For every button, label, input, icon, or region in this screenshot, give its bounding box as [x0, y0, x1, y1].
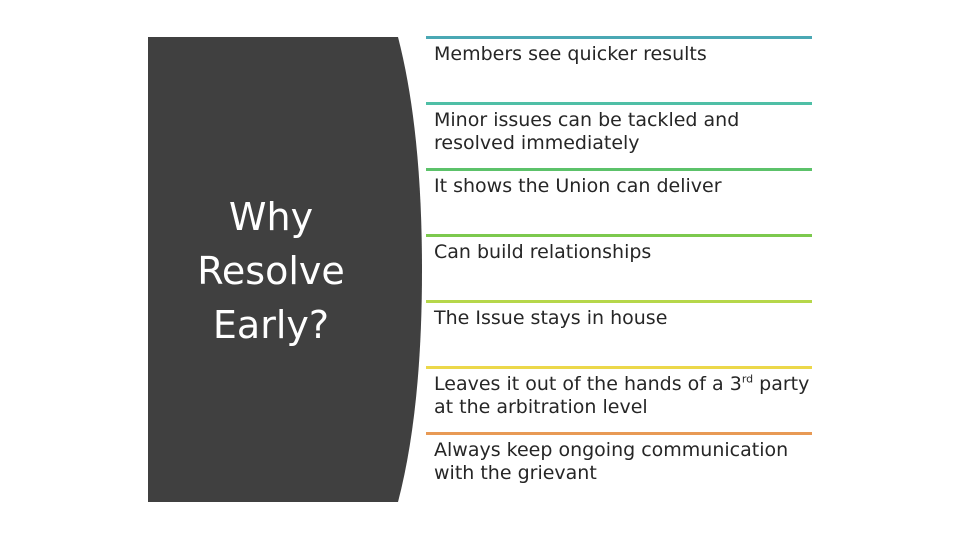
list-item: Leaves it out of the hands of a 3rd part… [426, 366, 812, 432]
item-text: It shows the Union can deliver [434, 175, 722, 197]
item-text-before: Leaves it out of the hands of a 3 [434, 373, 742, 395]
item-divider [426, 36, 812, 39]
title-line-1: Why [228, 195, 314, 239]
title-line-2: Resolve [197, 249, 345, 293]
list-item: Can build relationships [426, 234, 812, 300]
item-divider [426, 432, 812, 435]
item-text-after: party at the arbitration level [434, 373, 810, 418]
item-text: Can build relationships [434, 241, 652, 263]
list-item: Minor issues can be tackled and resolved… [426, 102, 812, 168]
slide-title: Why Resolve Early? [148, 190, 394, 352]
title-line-3: Early? [212, 303, 330, 347]
list-item: It shows the Union can deliver [426, 168, 812, 234]
item-text: Always keep ongoing communication with t… [434, 439, 789, 484]
item-text: Leaves it out of the hands of a 3rd part… [434, 373, 810, 419]
item-divider [426, 234, 812, 237]
item-text: Minor issues can be tackled and resolved… [434, 109, 740, 154]
item-divider [426, 102, 812, 105]
item-divider [426, 300, 812, 303]
item-divider [426, 366, 812, 369]
list-item: The Issue stays in house [426, 300, 812, 366]
item-text: The Issue stays in house [434, 307, 668, 329]
list-item: Always keep ongoing communication with t… [426, 432, 812, 498]
item-text-superscript: rd [741, 372, 754, 386]
item-text: Members see quicker results [434, 43, 707, 65]
item-divider [426, 168, 812, 171]
list-item: Members see quicker results [426, 36, 812, 102]
